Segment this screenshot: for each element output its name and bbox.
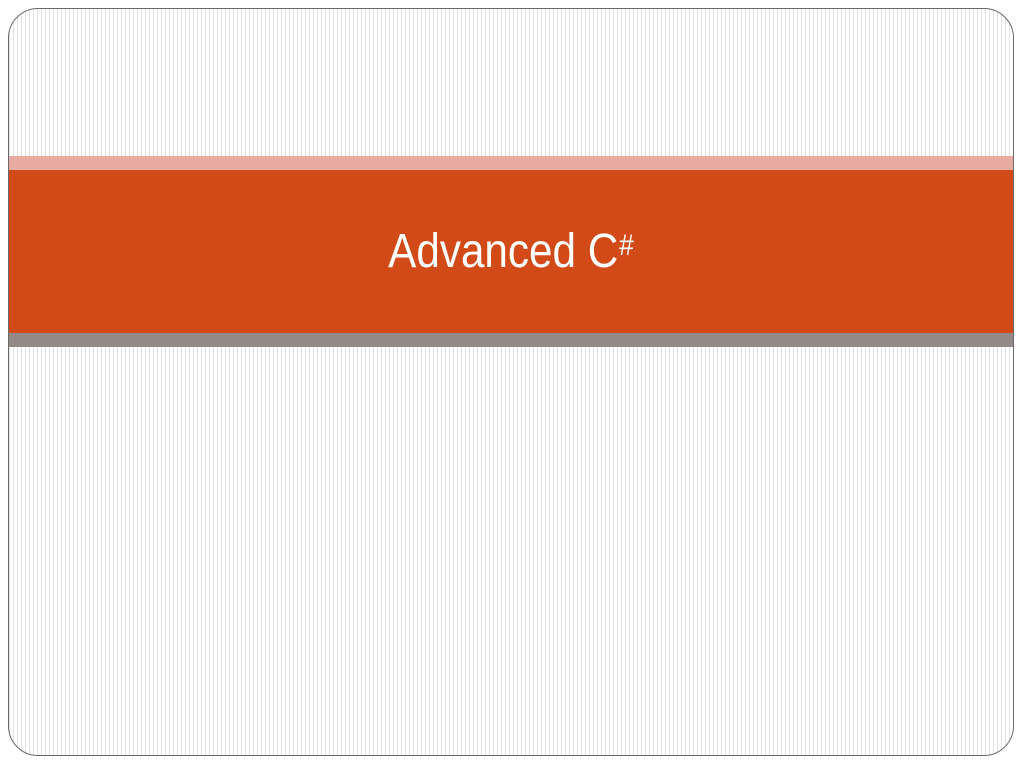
slide-title-superscript: #: [619, 228, 634, 262]
slide-title: Advanced C#: [69, 170, 953, 333]
title-band: [9, 170, 1013, 333]
slide-title-text: Advanced C: [388, 225, 619, 278]
slide: Advanced C#: [8, 8, 1014, 756]
title-band-top-stripe: [9, 156, 1013, 170]
title-band-bottom-stripe: [9, 333, 1013, 347]
